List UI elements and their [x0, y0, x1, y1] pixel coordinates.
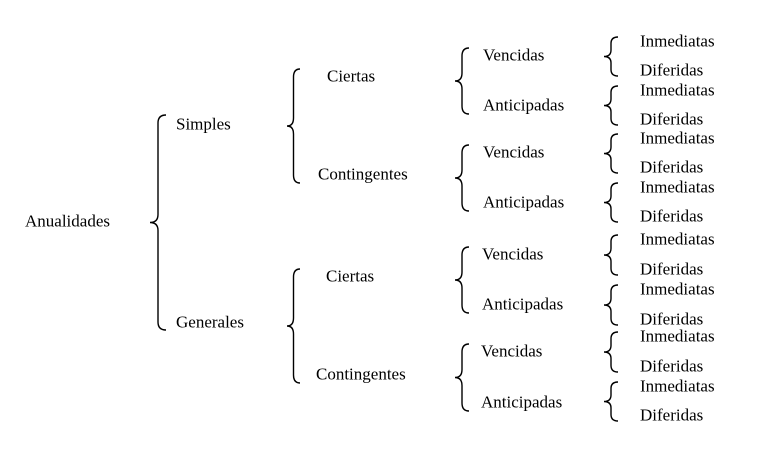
- level4-label: Inmediatas: [640, 376, 715, 396]
- brace: [454, 47, 470, 115]
- brace: [603, 331, 619, 373]
- level4-label: Diferidas: [640, 356, 704, 376]
- brace: [603, 182, 619, 223]
- level4-label: Diferidas: [640, 60, 704, 80]
- level4-label: Inmediatas: [640, 326, 715, 346]
- level4-label: Inmediatas: [640, 177, 715, 197]
- brace: [454, 343, 470, 412]
- brace: [603, 234, 619, 276]
- level4-label: Diferidas: [640, 259, 704, 279]
- level4-label: Inmediatas: [640, 279, 715, 299]
- brace: [603, 133, 619, 174]
- level3-label: Vencidas: [482, 244, 544, 264]
- level3-label: Vencidas: [483, 142, 545, 162]
- brace: [603, 381, 619, 422]
- brace: [603, 85, 619, 126]
- level1-label: Generales: [176, 312, 244, 332]
- level4-label: Inmediatas: [640, 128, 715, 148]
- brace: [603, 284, 619, 326]
- level4-label: Diferidas: [640, 405, 704, 425]
- level2-label: Contingentes: [318, 164, 408, 184]
- level4-label: Inmediatas: [640, 229, 715, 249]
- level3-label: Anticipadas: [483, 95, 565, 115]
- root-label: Anualidades: [25, 211, 110, 231]
- brace: [286, 268, 301, 384]
- brace: [454, 144, 470, 212]
- level4-label: Inmediatas: [640, 31, 715, 51]
- level3-label: Anticipadas: [483, 192, 565, 212]
- level2-label: Ciertas: [326, 266, 375, 286]
- level3-label: Vencidas: [481, 341, 543, 361]
- level4-label: Diferidas: [640, 206, 704, 226]
- level4-label: Inmediatas: [640, 80, 715, 100]
- brace: [286, 68, 301, 184]
- level4-label: Diferidas: [640, 109, 704, 129]
- brace: [149, 114, 167, 331]
- brace: [603, 36, 619, 77]
- level4-label: Diferidas: [640, 309, 704, 329]
- brace: [454, 246, 470, 314]
- level2-label: Ciertas: [327, 66, 376, 86]
- level2-label: Contingentes: [316, 364, 406, 384]
- level3-label: Vencidas: [483, 45, 545, 65]
- level1-label: Simples: [176, 114, 231, 134]
- level3-label: Anticipadas: [481, 392, 563, 412]
- level4-label: Diferidas: [640, 157, 704, 177]
- level3-label: Anticipadas: [482, 294, 564, 314]
